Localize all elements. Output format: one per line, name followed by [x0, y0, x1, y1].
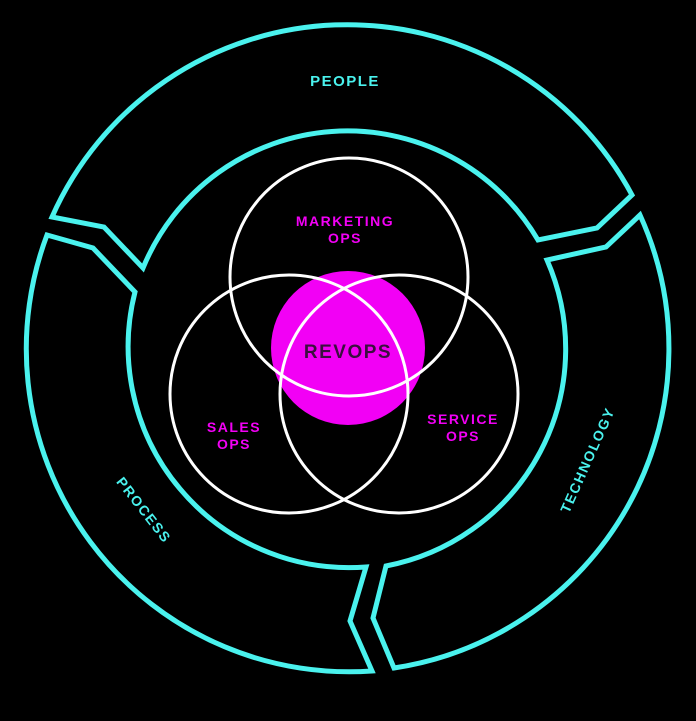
revops-core-circle [271, 271, 425, 425]
venn-circle-marketing [228, 156, 470, 398]
venn-circle-sales [168, 273, 410, 515]
venn-label-service-line1: SERVICE [427, 411, 499, 427]
ring-segment-people [48, 22, 636, 273]
ring-label-people: PEOPLE [310, 73, 380, 90]
venn-label-sales-line1: SALES [207, 419, 261, 435]
revops-core-label: REVOPS [304, 342, 392, 363]
venn-circle-service [278, 273, 520, 515]
venn-label-marketing-line2: OPS [328, 230, 362, 246]
venn-label-service-line2: OPS [446, 428, 480, 444]
ring-segment-technology [370, 210, 672, 671]
venn-label-sales-line2: OPS [217, 436, 251, 452]
venn-label-marketing-line1: MARKETING [296, 213, 394, 229]
ring-segment-process [23, 231, 376, 675]
